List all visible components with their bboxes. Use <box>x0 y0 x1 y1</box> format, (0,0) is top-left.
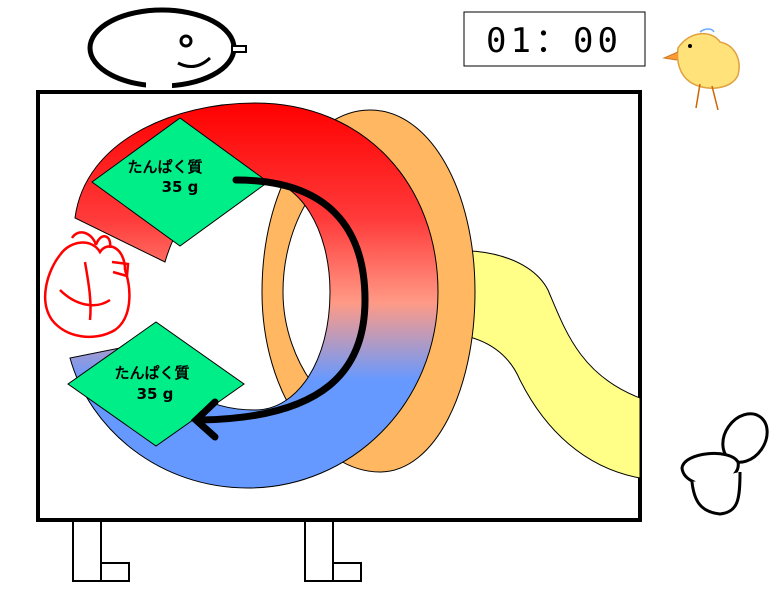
protein-name-bottom: たんぱく質 <box>114 364 189 382</box>
flow-arrow <box>190 176 369 441</box>
legs <box>72 520 362 582</box>
protein-amount-bottom: 35 g <box>137 385 174 403</box>
head-icon <box>87 7 247 92</box>
protein-marker-top: たんぱく質 35 g <box>91 117 269 247</box>
timer-display: 01：00 <box>486 21 622 61</box>
protein-name-top: たんぱく質 <box>127 158 202 176</box>
heart-icon <box>43 231 131 338</box>
timer: 01：00 <box>463 11 646 67</box>
protein-amount-top: 35 g <box>162 178 199 196</box>
toilet-icon <box>680 412 769 516</box>
chick-icon <box>662 28 740 111</box>
